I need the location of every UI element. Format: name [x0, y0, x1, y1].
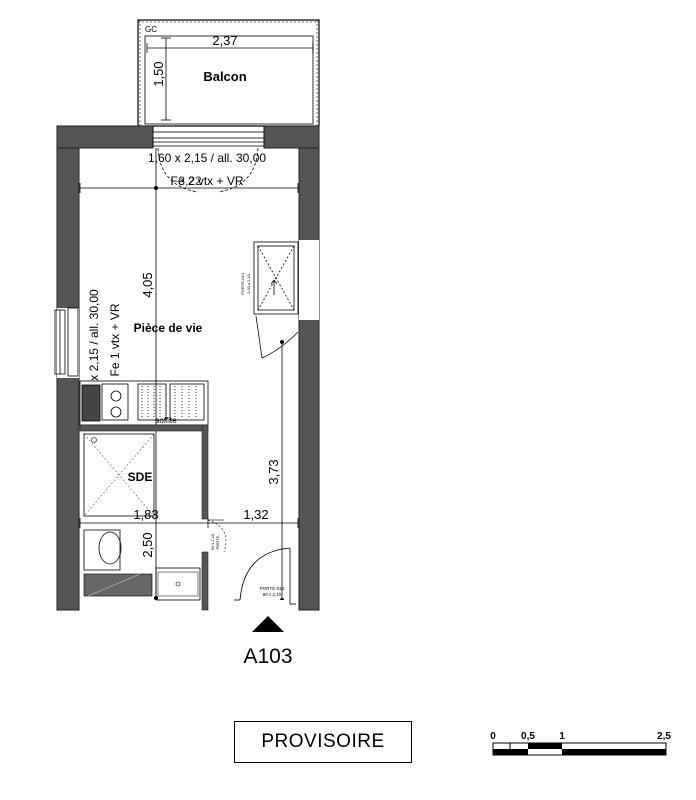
balcony-label: Balcon	[203, 69, 246, 84]
balcony-width-dim: 2,37	[212, 33, 237, 48]
scale-label-0: 0	[490, 731, 496, 742]
living-room-label: Pièce de vie	[134, 321, 203, 335]
living-window-side-line1: x 2,15 / all. 30,00	[87, 289, 101, 381]
bathroom-door-line2: PORTE-	[215, 534, 220, 550]
bathroom-label: SDE	[128, 470, 153, 484]
closet-label-line2: 1,00 x 2,10	[246, 273, 251, 294]
living-window-side-line2: Fe 1 vtx + VR	[108, 303, 122, 376]
living-height-dim: 4,05	[140, 272, 155, 297]
balcony-corner-code: GC	[145, 25, 157, 34]
entry-arrow-icon	[252, 616, 284, 632]
top-window	[152, 125, 265, 193]
entry-door	[234, 547, 296, 610]
entry-door-line1: PORTE-016	[260, 586, 285, 591]
bathroom: SDE 1,83 2,50 90 x 2,10 PORTE-	[79, 424, 299, 611]
soffit-label: soffite	[155, 416, 177, 425]
living-room: 1,60 x 2,15 / all. 30,00 Fe 2 vtx + VR 3…	[79, 148, 299, 600]
scale-bar: 0 0,5 1 2,5	[490, 731, 671, 756]
bathroom-door-line1: 90 x 2,10	[210, 533, 215, 550]
bathroom-width-dim: 1,83	[133, 507, 158, 522]
balcony-depth-dim: 1,50	[151, 61, 166, 86]
living-width-dim: 3,22	[178, 174, 202, 188]
unit-id: A103	[243, 645, 292, 668]
entry-door-line2: 90 x 2,10	[263, 592, 282, 597]
living-window-top-line1: 1,60 x 2,15 / all. 30,00	[148, 151, 266, 165]
balcony: GC 2,37 1,50 Balcon	[137, 19, 320, 127]
living-window-top-line2: Fe 2 vtx + VR	[170, 174, 243, 188]
scale-label-1: 0,5	[521, 731, 535, 742]
hall: 1,32 3,73	[243, 340, 284, 602]
closet	[253, 241, 299, 359]
hall-width-dim: 1,32	[243, 507, 268, 522]
side-window	[54, 307, 79, 377]
provisoire-stamp: PROVISOIRE	[234, 721, 412, 763]
scale-label-2: 1	[559, 731, 565, 742]
bathroom-height-dim: 2,50	[140, 532, 155, 557]
closet-wall-opening	[299, 240, 319, 320]
kitchenette	[79, 380, 209, 426]
hall-height-dim: 3,73	[266, 459, 281, 484]
scale-label-3: 2,5	[657, 731, 671, 742]
closet-label-line1: PORTE-014	[240, 272, 245, 294]
